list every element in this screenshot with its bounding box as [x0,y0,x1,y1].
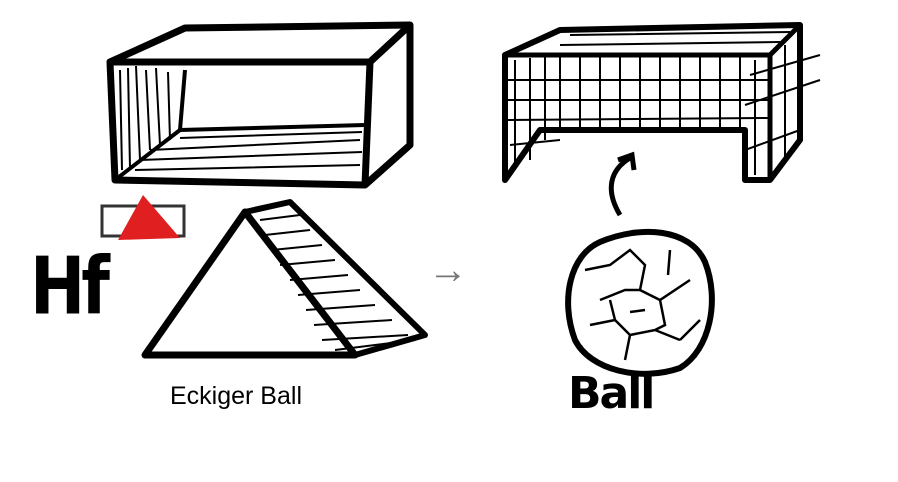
eckiger-ball-label: Eckiger Ball [170,382,302,410]
curved-arrow [608,151,637,217]
ball-drawing [565,228,715,377]
net-goal [502,22,821,183]
open-box [106,21,414,189]
hf-handwritten-label: Hf [30,240,110,333]
marker-icon [100,195,186,240]
ball-handwritten-label: Ball [568,368,655,419]
arrow-icon: → [428,248,468,292]
triangle-prism [141,199,428,359]
